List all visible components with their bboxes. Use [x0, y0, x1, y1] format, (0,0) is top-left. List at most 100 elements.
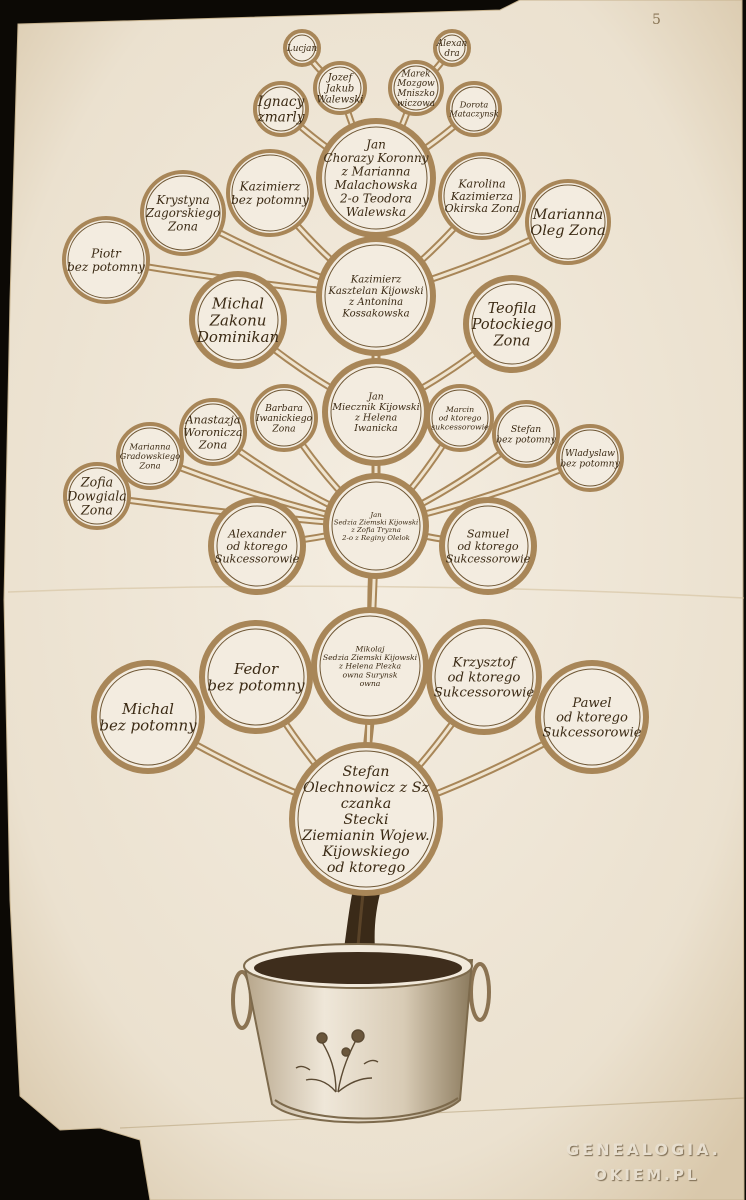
- person-node-circle: [323, 473, 429, 579]
- person-node-label: Ziemianin Wojew.: [301, 828, 429, 844]
- person-node-inner-ring: [121, 427, 179, 485]
- person-node-label: Krzysztof: [452, 656, 518, 671]
- person-node-label: sukcessorowie: [431, 422, 489, 431]
- person-node-inner-ring: [297, 750, 435, 888]
- person-node-label: Sedzia Ziemski Kijowski: [323, 653, 418, 662]
- person-node-label: Mniszko: [396, 89, 434, 99]
- person-node-label: Sukcessorowie: [446, 552, 531, 565]
- person-node-circle: [556, 424, 624, 492]
- person-node-inner-ring: [530, 184, 606, 260]
- person-node-inner-ring: [319, 615, 421, 717]
- person-node-label: Woronicza: [183, 426, 242, 439]
- person-node-label: Karolina: [457, 178, 505, 191]
- person-node-circle: [91, 660, 205, 774]
- person-node-label: z Marianna: [341, 164, 411, 178]
- person-node-label: Jan: [368, 511, 381, 519]
- person-node-circle: [463, 275, 561, 373]
- person-node-label: Wladyslaw: [565, 448, 615, 459]
- person-node-label: Marcin: [445, 405, 474, 414]
- person-node-circle: [283, 29, 321, 67]
- person-node-label: Sukcessorowie: [542, 725, 641, 740]
- person-node-label: Iwanickiego: [255, 413, 313, 424]
- person-node-label: Zagorskiego: [145, 206, 220, 220]
- person-node-label: wiczowa: [397, 99, 435, 109]
- person-node-inner-ring: [324, 126, 428, 230]
- person-node-label: Marek: [401, 69, 431, 79]
- person-node-label: zmarly: [256, 109, 304, 125]
- person-node-label: Miecznik Kijowski: [331, 402, 419, 413]
- person-node-label: Dominikan: [196, 328, 279, 346]
- person-node-label: Mikolaj: [354, 644, 385, 653]
- person-node-circle: [140, 170, 226, 256]
- person-node-label: Gradowskiego: [120, 451, 181, 461]
- pot-flower-decoration: [295, 1029, 379, 1093]
- person-node-label: Oleg Zona: [530, 223, 605, 239]
- person-node-label: od ktorego: [226, 540, 288, 553]
- person-node-label: 2-o z Reginy Olelok: [341, 534, 410, 542]
- person-node-label: bez potomny: [99, 717, 197, 735]
- person-node-inner-ring: [431, 389, 489, 447]
- person-node-inner-ring: [231, 154, 309, 232]
- person-node-label: od ktorego: [448, 671, 521, 686]
- person-node-label: Chorazy Koronny: [323, 151, 428, 165]
- person-node-label: Stefan: [342, 764, 389, 780]
- person-node-circle: [253, 81, 309, 137]
- person-node-label: Walewska: [346, 205, 406, 219]
- person-node-inner-ring: [68, 467, 126, 525]
- person-node-inner-ring: [216, 505, 298, 587]
- person-node-label: Michal: [121, 700, 174, 718]
- person-node-circle: [311, 607, 429, 725]
- person-node-label: Anastazja: [185, 413, 241, 426]
- person-node-label: owna Surynsk: [343, 670, 398, 679]
- person-node-label: czanka: [341, 796, 391, 812]
- person-node-label: Okirska Zona: [445, 202, 520, 215]
- person-node-label: od ktorego: [556, 711, 628, 726]
- person-node-inner-ring: [438, 34, 466, 62]
- person-node-label: Mozgow: [396, 79, 435, 89]
- person-node-inner-ring: [184, 403, 242, 461]
- person-node-label: Dowgiala: [66, 488, 127, 503]
- person-node-label: od ktorego: [327, 860, 405, 876]
- person-node-label: bez potomny: [496, 434, 556, 445]
- person-node-inner-ring: [543, 668, 641, 766]
- pot-soil: [254, 952, 462, 984]
- person-node-circle: [535, 660, 649, 774]
- person-node-label: Jozef: [326, 72, 355, 83]
- person-node-label: Olechnowicz z Sz: [303, 780, 430, 796]
- person-node-inner-ring: [434, 627, 534, 727]
- person-node-label: Kasztelan Kijowski: [327, 286, 423, 297]
- person-node-label: Zona: [167, 219, 198, 233]
- person-node-label: Kossakowska: [341, 308, 409, 319]
- person-node-circle: [179, 398, 247, 466]
- person-node-label: Walewski: [317, 94, 364, 105]
- flower-pot: [231, 943, 491, 1124]
- person-node: Lucjan: [283, 29, 321, 67]
- person-node-label: Zona: [80, 503, 113, 518]
- person-node-label: Piotr: [90, 246, 122, 260]
- watermark-line1: GENEALOGIA.: [566, 1140, 721, 1159]
- person-node-label: Marianna: [128, 442, 170, 452]
- person-node-circle: [313, 61, 367, 115]
- person-node-circle: [289, 742, 443, 896]
- person-node-inner-ring: [197, 279, 279, 361]
- person-node-label: bez potomny: [231, 193, 309, 207]
